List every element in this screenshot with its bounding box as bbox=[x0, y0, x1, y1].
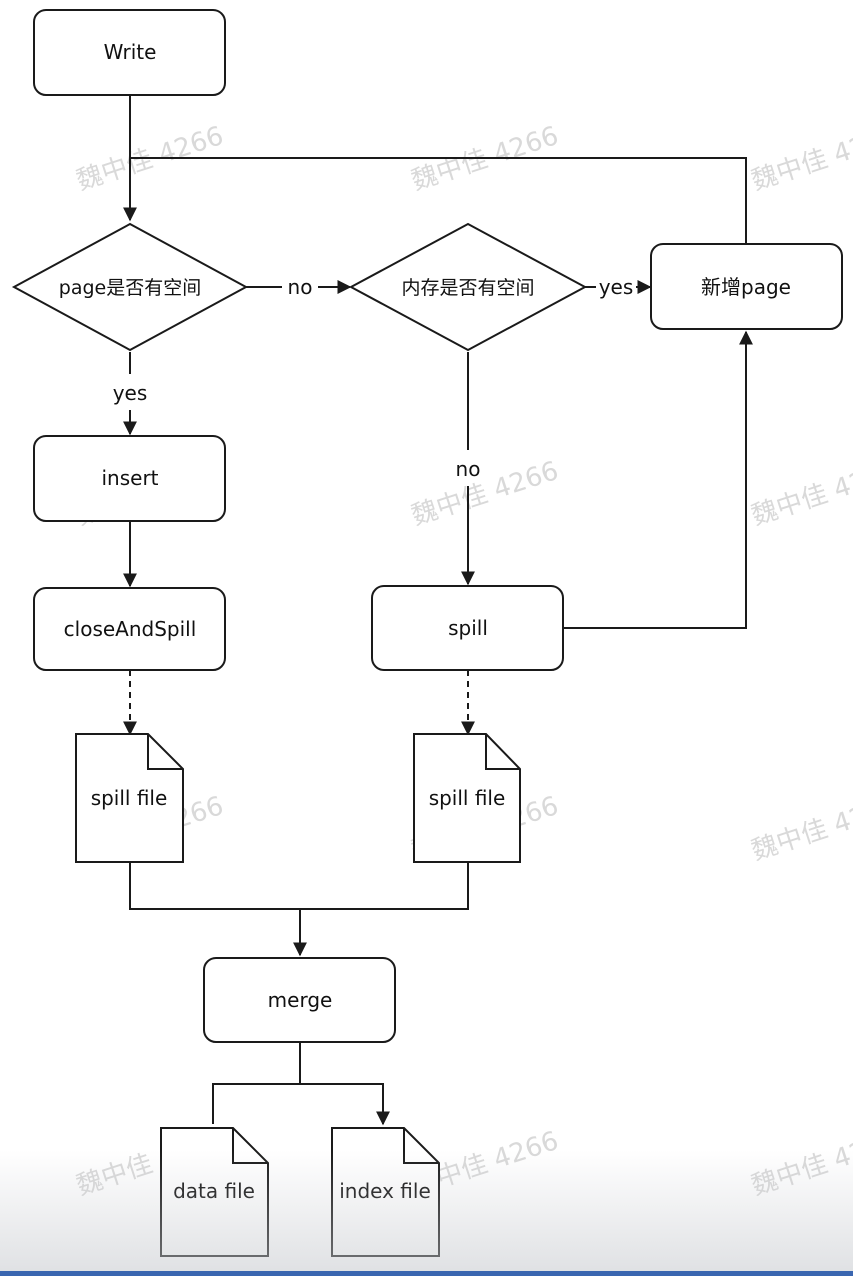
index-file-label: index file bbox=[339, 1179, 431, 1203]
watermark-5: 魏中佳 4266 bbox=[408, 456, 562, 532]
edge-new-page-loop-back bbox=[130, 157, 747, 244]
bottom-accent-bar bbox=[0, 1271, 853, 1276]
merge-label: merge bbox=[268, 988, 333, 1012]
write-label: Write bbox=[104, 40, 157, 64]
data-file-label: data file bbox=[173, 1179, 255, 1203]
label-memory-yes: yes bbox=[599, 275, 634, 299]
edge-files-to-merge bbox=[129, 862, 469, 955]
merge-node bbox=[203, 957, 396, 1043]
edge-spill-to-new-page bbox=[563, 330, 753, 629]
page-check-diamond bbox=[11, 222, 249, 352]
close-and-spill-node bbox=[33, 587, 226, 671]
page-check-label: page是否有空间 bbox=[59, 277, 201, 299]
edge-labels: no yes yes no bbox=[113, 275, 634, 481]
write-node bbox=[33, 9, 226, 96]
watermark-3: 魏中佳 4266 bbox=[748, 121, 853, 197]
spill-file-left-label: spill file bbox=[91, 786, 168, 810]
label-page-yes: yes bbox=[113, 381, 148, 405]
spill-node bbox=[371, 585, 564, 671]
spill-file-right-node bbox=[413, 733, 521, 863]
insert-node bbox=[33, 435, 226, 522]
label-memory-no: no bbox=[456, 457, 481, 481]
spill-label: spill bbox=[448, 616, 488, 640]
watermark-9: 魏中佳 4266 bbox=[748, 791, 853, 867]
insert-label: insert bbox=[101, 466, 158, 490]
edge-merge-to-outputs bbox=[212, 1042, 383, 1124]
memory-check-diamond bbox=[348, 222, 588, 352]
new-page-node bbox=[650, 243, 843, 330]
watermark-12: 魏中佳 4266 bbox=[748, 1126, 853, 1202]
watermark-6: 魏中佳 4266 bbox=[748, 456, 853, 532]
spill-file-right-label: spill file bbox=[429, 786, 506, 810]
connectors bbox=[129, 96, 753, 1124]
new-page-label: 新增page bbox=[701, 275, 791, 299]
close-and-spill-label: closeAndSpill bbox=[64, 617, 197, 641]
label-page-no: no bbox=[288, 275, 313, 299]
spill-file-left-node bbox=[75, 733, 184, 863]
memory-check-label: 内存是否有空间 bbox=[401, 277, 534, 299]
